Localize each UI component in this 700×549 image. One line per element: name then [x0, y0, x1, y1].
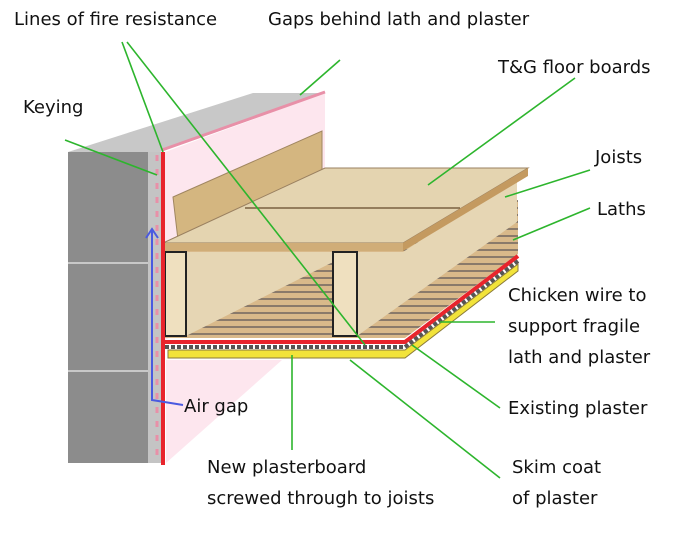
label-air-gap: Air gap [184, 396, 249, 417]
leader-line [126, 41, 366, 346]
label-line: screwed through to joists [207, 488, 435, 509]
leader-line [299, 59, 341, 96]
wall-top [68, 93, 325, 152]
joist-side [357, 178, 517, 336]
leader-line [504, 169, 591, 198]
label-floor-boards: T&G floor boards [498, 57, 651, 78]
label-line: support fragile [508, 316, 641, 337]
leader-line [64, 139, 158, 176]
label-line: Chicken wire to [508, 285, 647, 306]
label-keying: Keying [23, 97, 84, 118]
label-skim-coat: Skim coat of plaster [512, 452, 601, 514]
label-line: of plaster [512, 488, 598, 509]
floor-boards-edge [163, 243, 403, 251]
label-joists: Joists [595, 147, 643, 168]
arrow-head-icon [145, 227, 159, 239]
label-line: New plasterboard [207, 457, 367, 478]
floor-boards-side-edge [403, 168, 528, 251]
leader-line [121, 41, 164, 153]
wall-edge [148, 152, 161, 463]
label-existing-plaster: Existing plaster [508, 398, 648, 419]
label-line: lath and plaster [508, 347, 651, 368]
brick-wall [68, 152, 148, 463]
fire-resistance-line-ceiling [165, 254, 520, 344]
new-plasterboard [167, 262, 519, 359]
air-gap-arrow [151, 230, 184, 406]
leader-line [512, 207, 591, 241]
label-new-plasterboard: New plasterboard screwed through to jois… [207, 452, 434, 514]
joist-side [186, 252, 333, 336]
leader-line [349, 359, 501, 479]
plaster-top-edge [161, 90, 326, 152]
label-fire-resistance: Lines of fire resistance [14, 9, 218, 30]
leader-line [427, 77, 576, 186]
leader-line [411, 344, 501, 409]
leader-lines [64, 41, 591, 479]
label-gaps: Gaps behind lath and plaster [268, 9, 530, 30]
label-laths: Laths [597, 199, 646, 220]
label-line: Skim coat [512, 457, 602, 478]
joist-end [164, 251, 187, 337]
lower-wall-plaster [166, 360, 282, 463]
joist-end [332, 251, 358, 337]
label-chicken-wire: Chicken wire to support fragile lath and… [508, 280, 650, 373]
existing-plaster-layer [165, 259, 520, 349]
